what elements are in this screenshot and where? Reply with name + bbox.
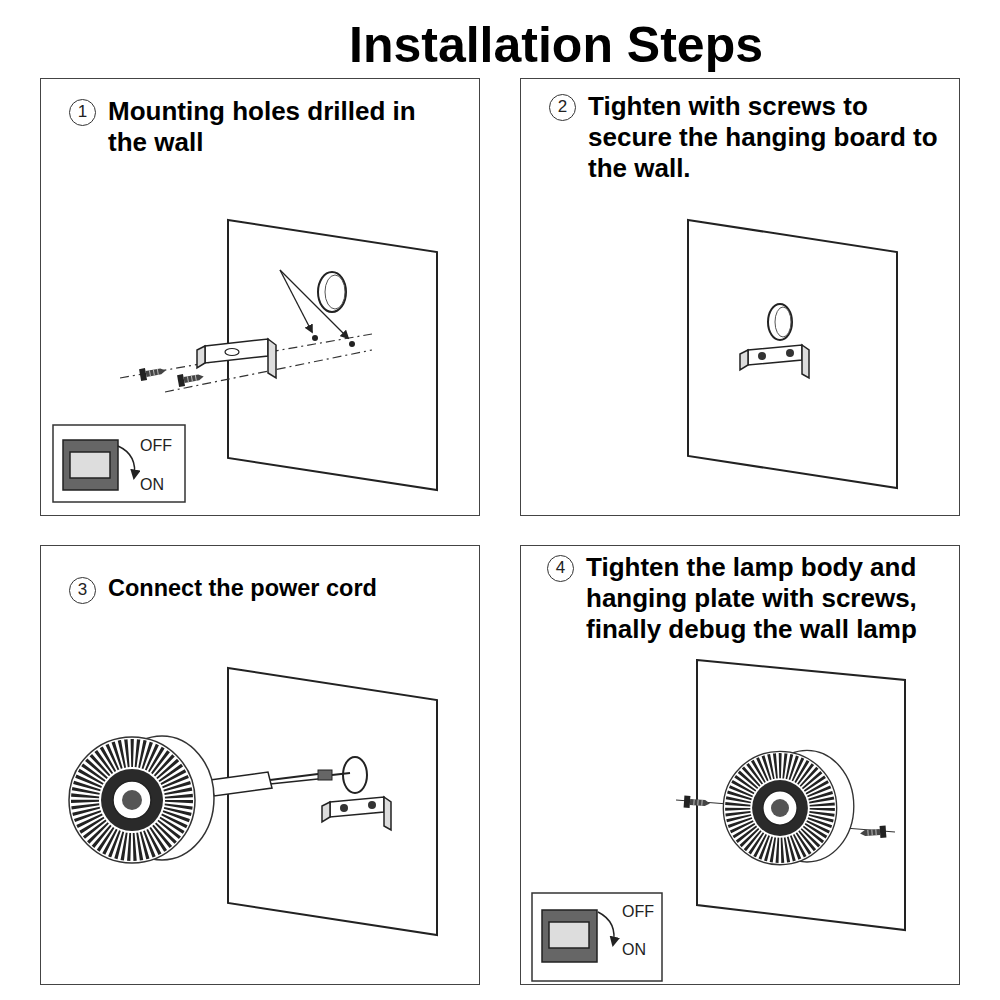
screw-head — [758, 352, 766, 360]
switch-frame — [53, 425, 185, 502]
wall-step3 — [69, 668, 437, 935]
switch-rocker — [70, 452, 110, 478]
screw-head — [786, 349, 794, 357]
title: Installation Steps — [349, 18, 763, 73]
switch-arrow — [598, 912, 614, 945]
drill-hole — [312, 335, 318, 341]
switch-label: ON — [622, 941, 646, 959]
lamp-body — [69, 736, 214, 863]
pointer-line — [280, 270, 312, 332]
step-number: 1 — [69, 99, 96, 126]
step-number: 4 — [547, 555, 574, 582]
step-heading: 4 Tighten the lamp body and hanging plate… — [547, 552, 956, 645]
switch-rocker — [549, 922, 589, 948]
switch-plate — [542, 910, 597, 962]
board-slot — [225, 349, 239, 356]
switch-frame — [532, 893, 662, 981]
wall-hole — [318, 272, 346, 312]
wall — [697, 660, 905, 930]
step-number: 2 — [549, 94, 576, 121]
switch-icon — [53, 425, 185, 502]
step-text: Mounting holes drilled in the wall — [108, 96, 453, 158]
wall — [228, 668, 437, 935]
wall — [688, 220, 897, 488]
drill-hole — [349, 341, 355, 347]
wall-hole — [768, 304, 792, 340]
hanging-board — [322, 802, 330, 822]
step-panel: 3Connect the power cord — [40, 545, 480, 985]
screw — [860, 826, 887, 840]
screw — [177, 371, 205, 387]
wall-step4 — [676, 660, 905, 930]
wall-step1 — [120, 220, 437, 490]
step-heading: 3 Connect the power cord — [69, 574, 488, 604]
pointer-line — [280, 270, 348, 338]
power-wire — [270, 779, 318, 784]
screw-head — [340, 804, 348, 812]
hanging-board — [268, 339, 276, 378]
hanging-board — [197, 346, 205, 368]
step-text: Tighten with screws to secure the hangin… — [588, 91, 953, 184]
step-panel: 1 Mounting holes drilled in the wall — [40, 78, 480, 516]
wall-hole — [775, 307, 791, 337]
hanging-board — [740, 350, 748, 370]
wall-hole — [343, 757, 367, 793]
hanging-board — [748, 345, 802, 365]
hanging-board — [205, 339, 268, 363]
power-wire — [332, 773, 350, 775]
switch-icon — [532, 893, 662, 981]
step-number: 3 — [69, 577, 96, 604]
step-panel: 2 Tighten with screws to secure the hangi… — [520, 78, 960, 516]
step-text: Connect the power cord — [108, 574, 488, 602]
step-panel: 4 Tighten the lamp body and hanging plate… — [520, 545, 960, 985]
wall-step2 — [688, 220, 897, 488]
switch-label: OFF — [622, 903, 654, 921]
hanging-board — [802, 345, 809, 378]
step-heading: 2 Tighten with screws to secure the hangi… — [549, 91, 953, 184]
switch-plate — [63, 440, 118, 490]
switch-arrow — [118, 446, 135, 478]
hanging-board — [330, 797, 384, 817]
wall-hole — [325, 275, 345, 309]
led-driver — [210, 772, 272, 796]
switch-label: ON — [140, 476, 164, 494]
wire-connector — [318, 770, 332, 780]
step-text: Tighten the lamp body and hanging plate … — [586, 552, 956, 645]
screw-head — [368, 801, 376, 809]
screw — [684, 796, 711, 810]
hanging-board — [384, 797, 391, 830]
switch-label: OFF — [140, 437, 172, 455]
lamp-body — [723, 750, 854, 864]
step-heading: 1 Mounting holes drilled in the wall — [69, 96, 453, 158]
screw — [139, 365, 167, 381]
